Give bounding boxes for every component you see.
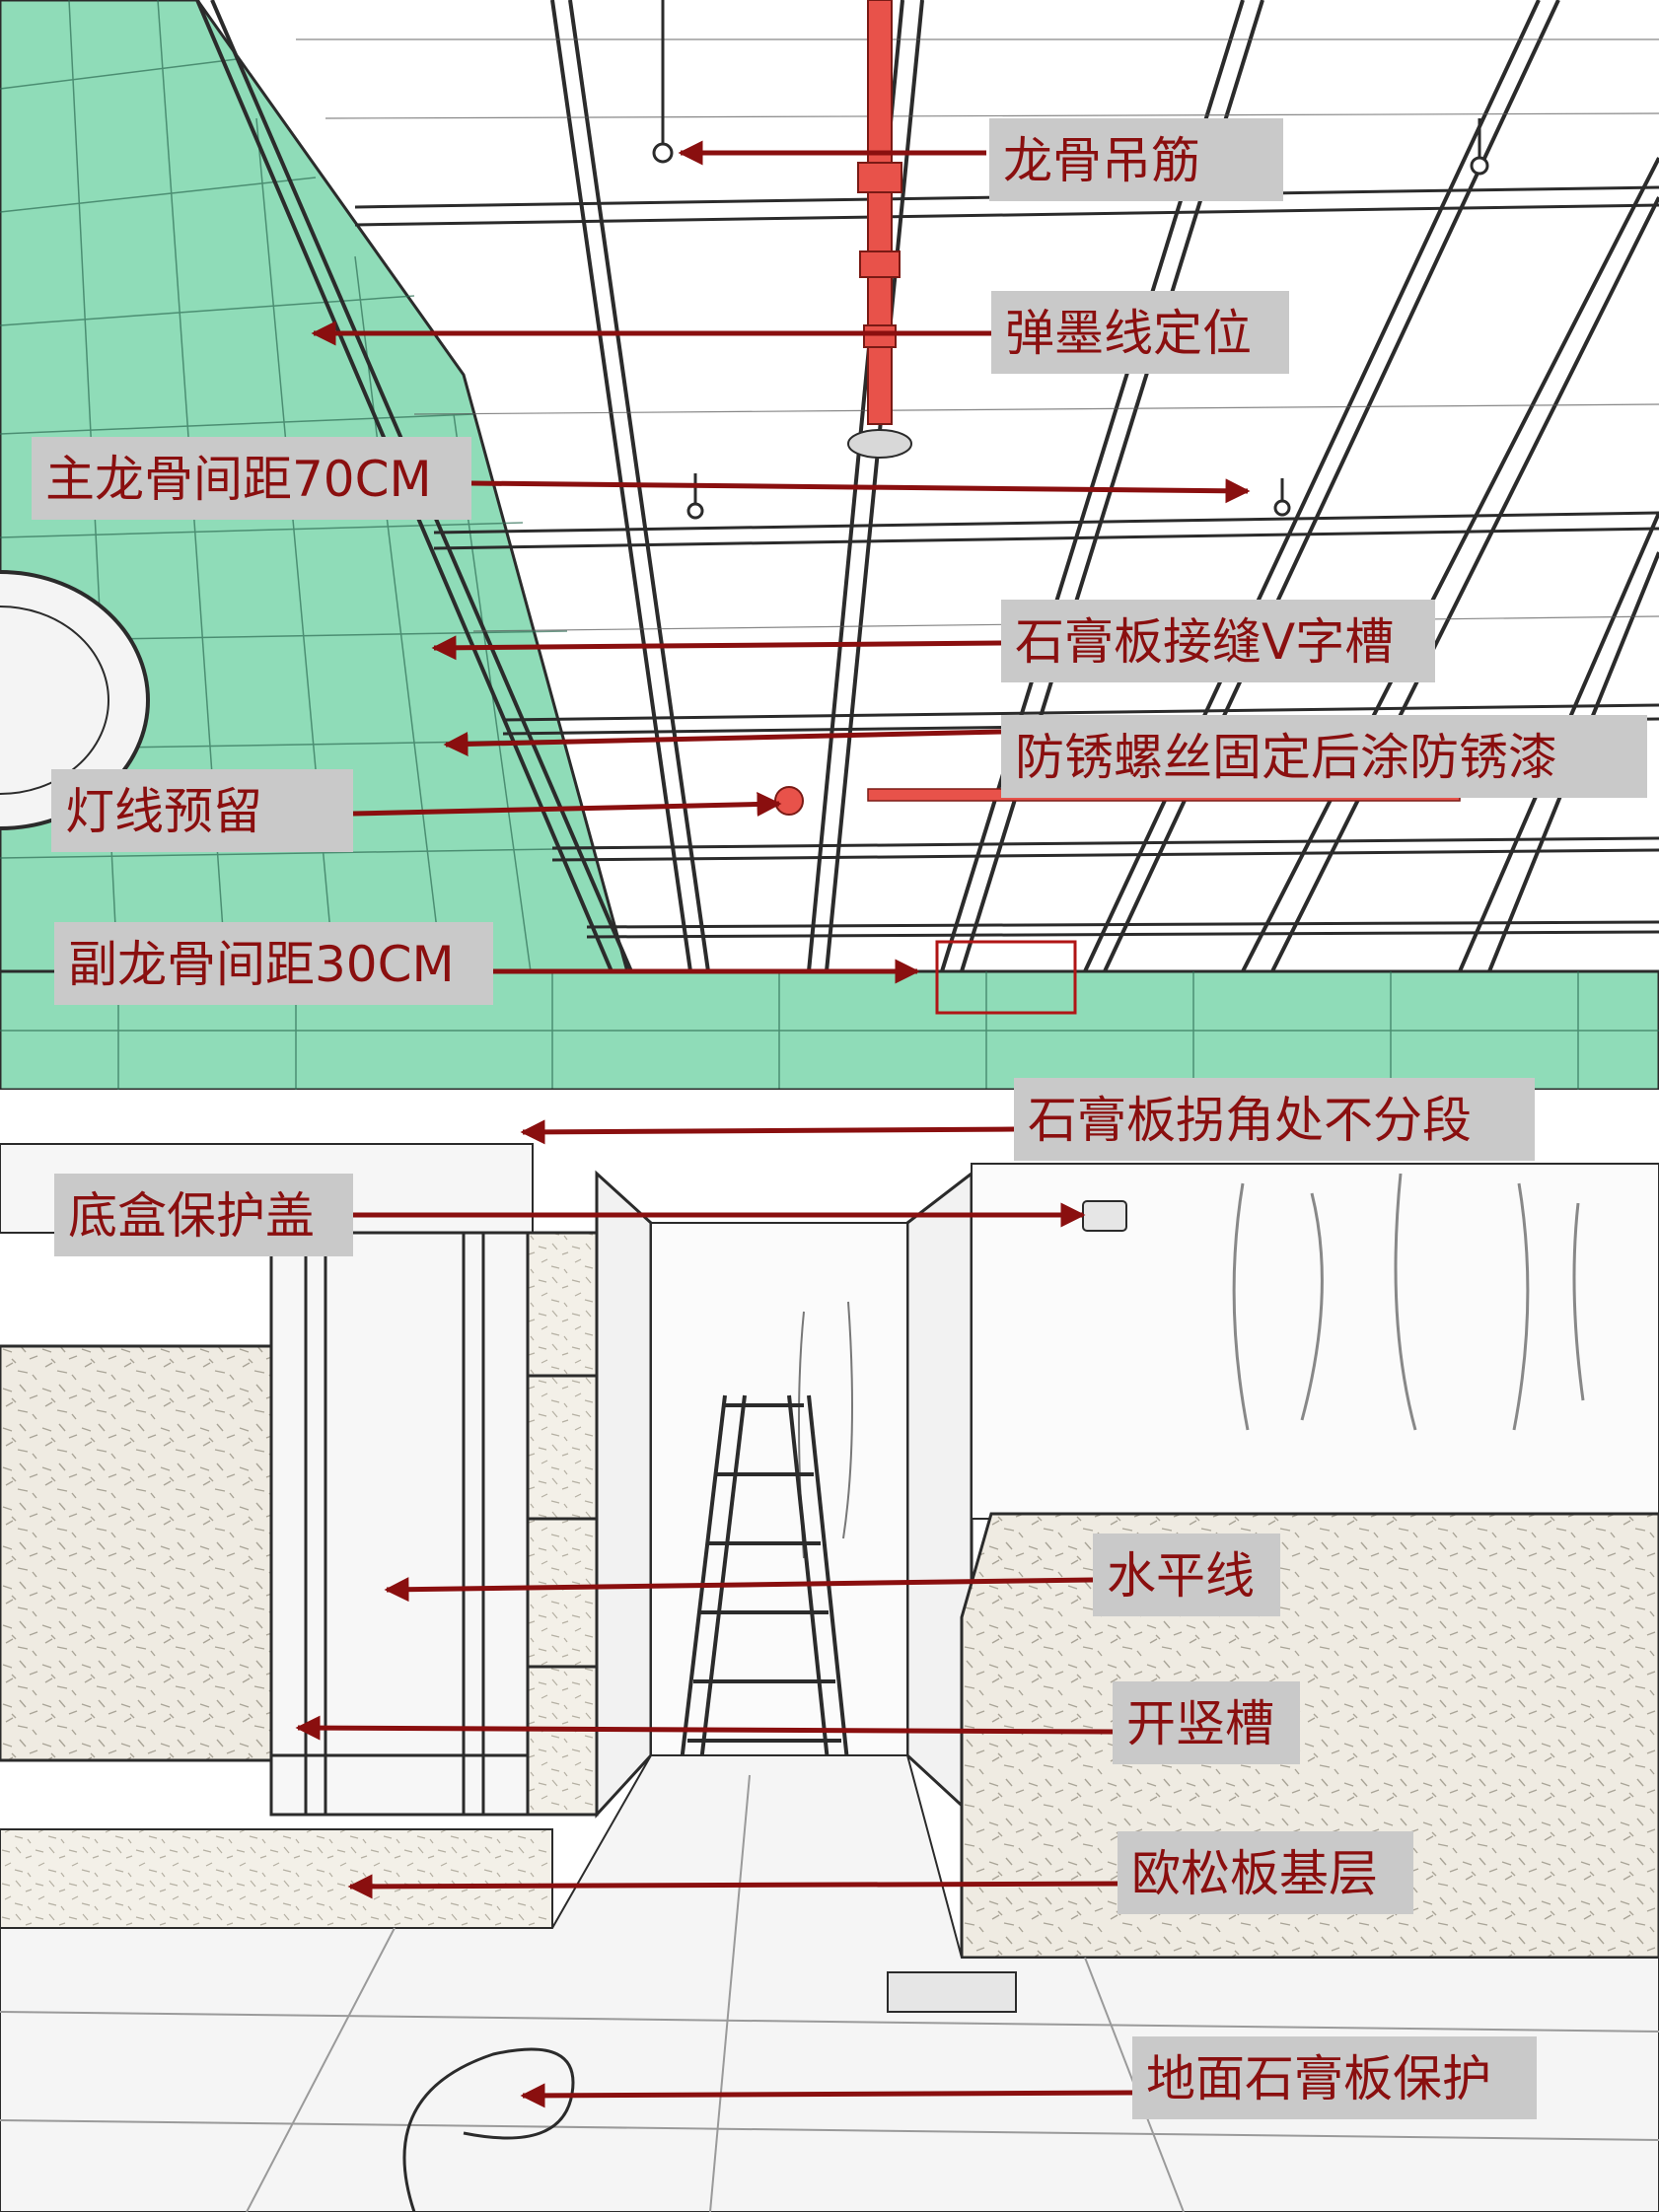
label-main-joist-spacing: 主龙骨间距70CM [32,437,471,520]
osb-base-strip [0,1828,553,1929]
arrow-corner-board [520,1119,1015,1145]
label-hanger-rod: 龙骨吊筋 [989,118,1283,201]
label-level-line: 水平线 [1093,1534,1280,1616]
arrow-main-joist [470,478,1251,504]
joist-spacing-highlight [935,940,1077,1015]
walls [0,1090,1659,1960]
label-vertical-groove: 开竖槽 [1113,1681,1300,1764]
arrow-osb-base [347,1874,1118,1899]
label-v-groove: 石膏板接缝V字槽 [1001,600,1435,682]
label-box-cover: 底盒保护盖 [54,1174,353,1256]
callout-arrows [295,140,1251,2108]
label-light-wire: 灯线预留 [51,769,353,852]
arrow-vertical-groove [295,1715,1114,1741]
sprinkler-pipe [774,0,1461,816]
arrow-v-groove [431,635,1002,661]
arrow-floor-protection [520,2083,1133,2108]
left-osb-panel [0,1344,273,1762]
label-floor-protection: 地面石膏板保护 [1132,2036,1537,2119]
label-corner-board: 石膏板拐角处不分段 [1014,1078,1535,1161]
floor-cable [402,2047,575,2212]
hanger-rods [652,0,1489,520]
outlet-box [1082,1200,1127,1232]
label-chalk-line: 弹墨线定位 [991,291,1289,374]
label-osb-base: 欧松板基层 [1118,1831,1413,1914]
arrow-rust-screw [443,729,1002,756]
arrow-light-wire [352,792,782,818]
arrow-level-line [384,1577,1094,1603]
ceiling-light-ring [0,570,150,830]
label-rust-screw: 防锈螺丝固定后涂防锈漆 [1001,715,1647,798]
label-sub-joist-spacing: 副龙骨间距30CM [54,922,493,1005]
